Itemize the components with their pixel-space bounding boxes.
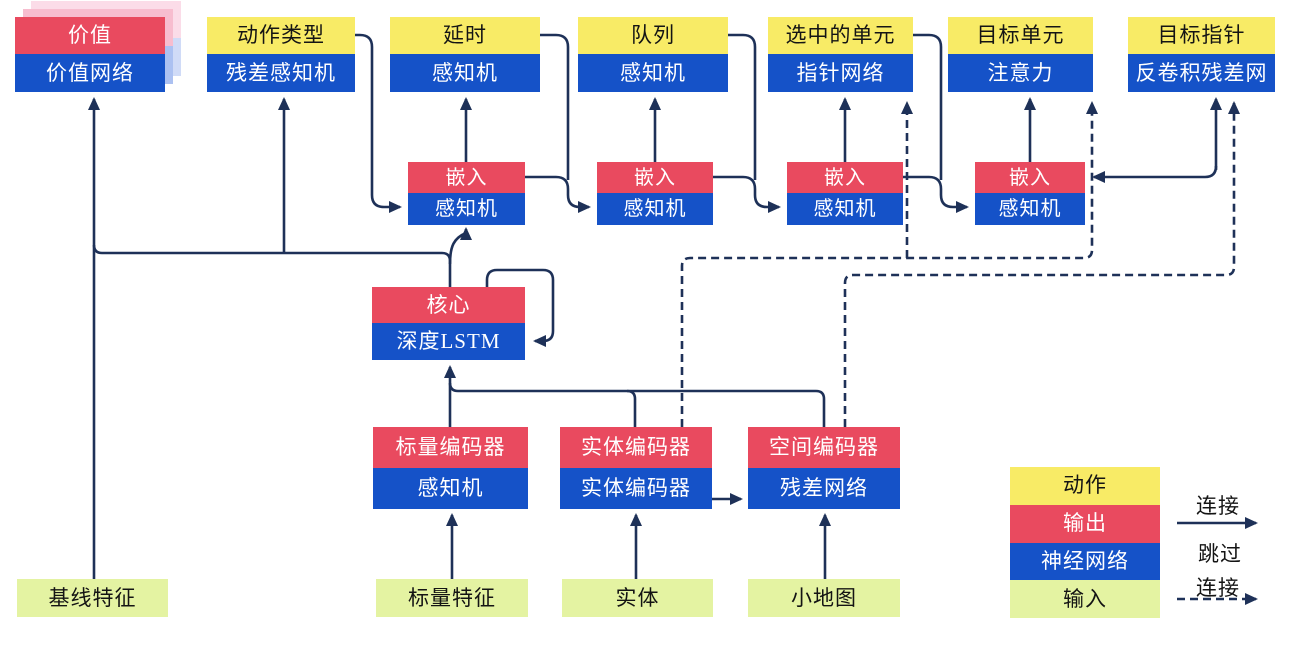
legend-dashed-arrow-label-1: 跳过	[1198, 542, 1242, 566]
node-queue-band-0: 队列	[578, 17, 728, 54]
wire-selected-units-to-chain3	[913, 33, 943, 180]
node-entity-encoder: 实体编码器实体编码器	[560, 427, 712, 509]
node-spatial-encoder: 空间编码器残差网络	[748, 427, 900, 509]
node-embed2-band-1: 感知机	[597, 193, 713, 225]
node-target-point-band-0: 目标指针	[1128, 17, 1275, 54]
wire-embed2-to-embed3	[713, 175, 781, 213]
node-target-unit-band-1: 注意力	[948, 54, 1093, 92]
wire-corner-to-embed4	[1092, 165, 1218, 183]
wire-embed1-to-embed2	[525, 175, 591, 213]
wire-queue-to-chain2	[728, 33, 757, 180]
node-action-type-band-1: 残差感知机	[207, 54, 355, 92]
node-scalar-encoder-band-0: 标量编码器	[373, 427, 528, 468]
wire-core-to-embed1	[448, 227, 472, 265]
legend-block-action: 动作	[1010, 467, 1160, 505]
wire-spatial-encoder-to-core	[448, 382, 826, 427]
skip-spatial-encoder-to-target-point	[843, 101, 1240, 427]
node-queue: 队列感知机	[578, 17, 728, 92]
node-target-point-band-1: 反卷积残差网	[1128, 54, 1275, 92]
node-embed3-band-0: 嵌入	[787, 162, 903, 193]
node-entities-band-0: 实体	[562, 579, 713, 617]
node-spatial-encoder-band-0: 空间编码器	[748, 427, 900, 468]
node-scalar-features-band-0: 标量特征	[376, 579, 528, 617]
node-scalar-features: 标量特征	[376, 579, 528, 617]
node-action-type: 动作类型残差感知机	[207, 17, 355, 92]
legend: 动作输出神经网络输入	[1010, 467, 1160, 618]
node-baseline-features-band-0: 基线特征	[17, 579, 168, 617]
node-embed3: 嵌入感知机	[787, 162, 903, 225]
node-delay: 延时感知机	[390, 17, 540, 92]
wire-core-to-left-bus	[92, 244, 452, 287]
node-embed1-band-0: 嵌入	[408, 162, 525, 193]
node-minimap-band-0: 小地图	[748, 579, 900, 617]
legend-block-output: 输出	[1010, 504, 1160, 543]
node-value-band-1: 价值网络	[15, 54, 165, 92]
node-core: 核心深度LSTM	[372, 287, 525, 360]
node-spatial-encoder-band-1: 残差网络	[748, 468, 900, 509]
node-embed2: 嵌入感知机	[597, 162, 713, 225]
node-minimap: 小地图	[748, 579, 900, 617]
node-entities: 实体	[562, 579, 713, 617]
node-action-type-band-0: 动作类型	[207, 17, 355, 54]
legend-dashed-arrow-label-2: 连接	[1196, 576, 1240, 600]
node-embed2-band-0: 嵌入	[597, 162, 713, 193]
node-scalar-encoder: 标量编码器感知机	[373, 427, 528, 509]
node-embed1: 嵌入感知机	[408, 162, 525, 225]
node-value: 价值价值网络	[15, 17, 165, 92]
node-queue-band-1: 感知机	[578, 54, 728, 92]
node-scalar-encoder-band-1: 感知机	[373, 468, 528, 509]
node-core-band-0: 核心	[372, 287, 525, 323]
legend-block-nn: 神经网络	[1010, 542, 1160, 581]
node-delay-band-0: 延时	[390, 17, 540, 54]
legend-block-input: 输入	[1010, 580, 1160, 618]
node-core-band-1: 深度LSTM	[372, 323, 525, 360]
node-target-point: 目标指针反卷积残差网	[1128, 17, 1275, 92]
node-target-unit-band-0: 目标单元	[948, 17, 1093, 54]
wire-entity-encoder-to-core	[626, 389, 637, 427]
skip-entity-encoder-to-target-unit	[680, 101, 1098, 427]
wire-embed3-to-embed4	[903, 175, 969, 213]
node-delay-band-1: 感知机	[390, 54, 540, 92]
wire-delay-to-chain1	[540, 33, 570, 180]
node-embed1-band-1: 感知机	[408, 193, 525, 225]
node-selected-units-band-0: 选中的单元	[768, 17, 913, 54]
node-embed4: 嵌入感知机	[975, 162, 1085, 225]
node-target-unit: 目标单元注意力	[948, 17, 1093, 92]
node-value-band-0: 价值	[15, 17, 165, 54]
node-baseline-features: 基线特征	[17, 579, 168, 617]
node-embed3-band-1: 感知机	[787, 193, 903, 225]
node-entity-encoder-band-1: 实体编码器	[560, 468, 712, 509]
node-selected-units: 选中的单元指针网络	[768, 17, 913, 92]
node-entity-encoder-band-0: 实体编码器	[560, 427, 712, 468]
node-embed4-band-0: 嵌入	[975, 162, 1085, 193]
node-selected-units-band-1: 指针网络	[768, 54, 913, 92]
node-embed4-band-1: 感知机	[975, 193, 1085, 225]
legend-solid-arrow-label: 连接	[1196, 494, 1240, 518]
